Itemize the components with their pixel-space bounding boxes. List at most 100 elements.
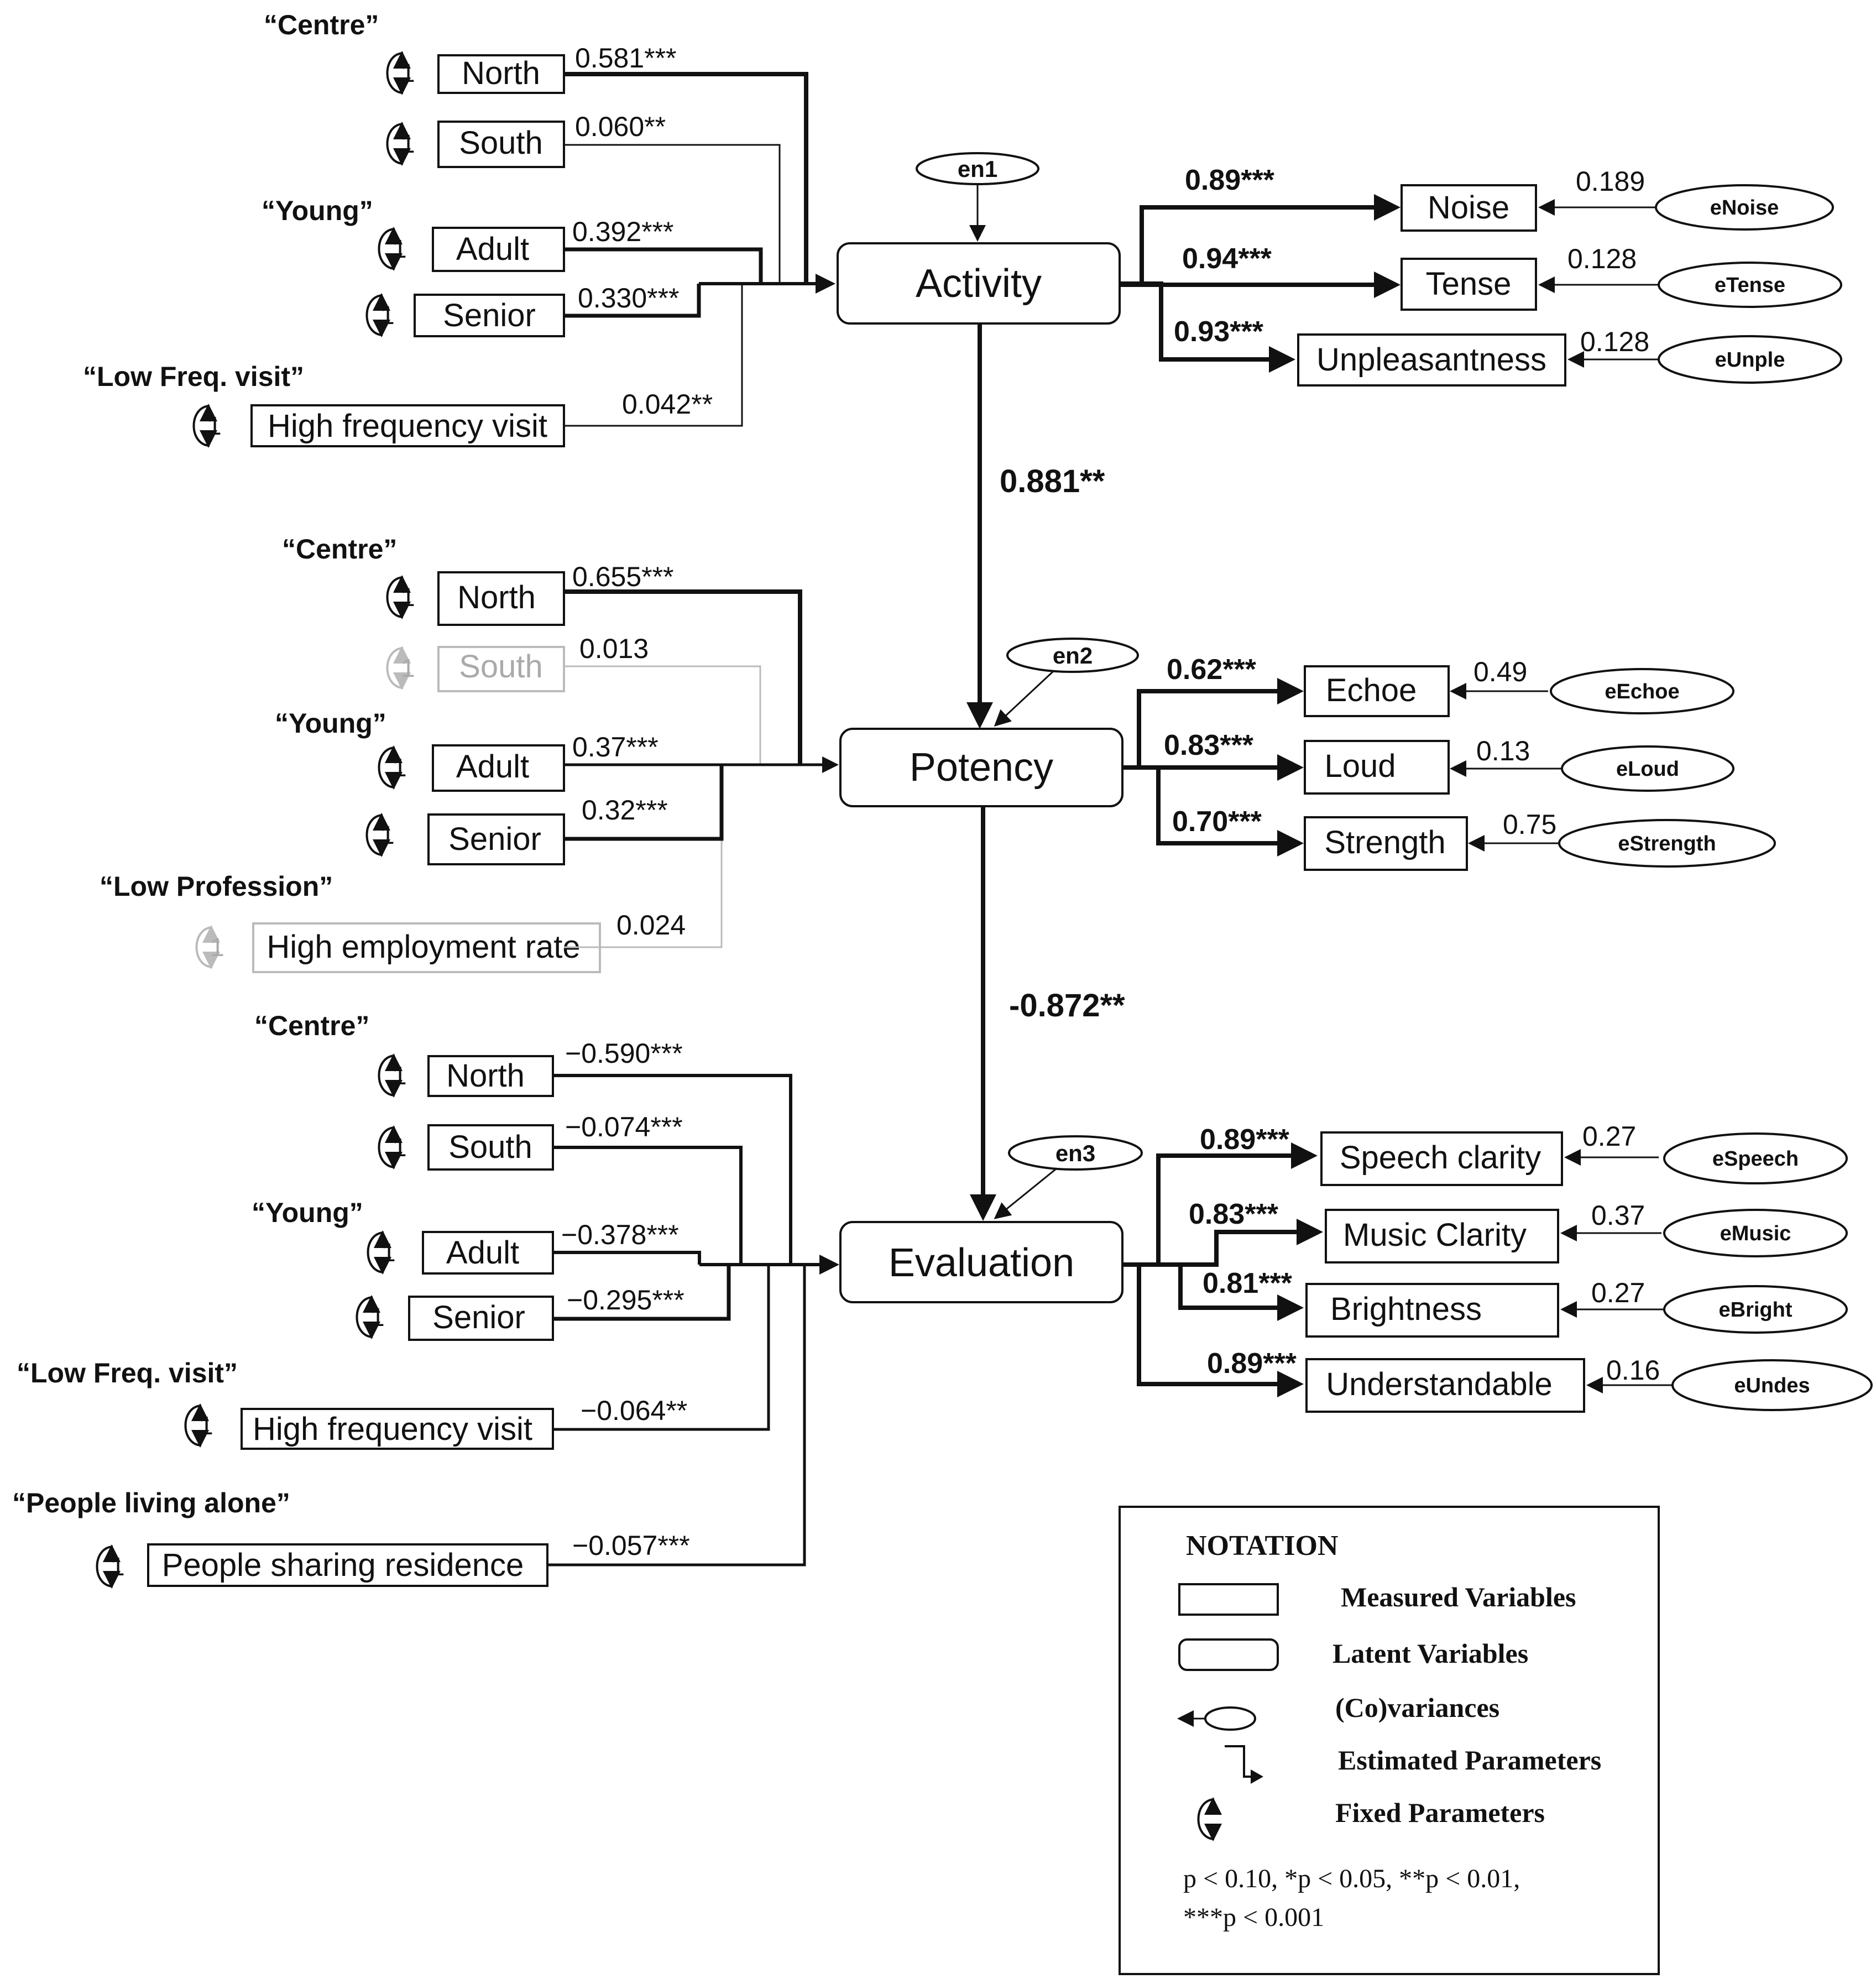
loading-speech-clarity: 0.89*** [1200, 1124, 1290, 1156]
legend-latent: Latent Variables [1332, 1638, 1528, 1669]
svg-text:Adult: Adult [456, 749, 529, 785]
svg-text:eUndes: eUndes [1734, 1374, 1810, 1397]
predictor-senior: 1 Senior [365, 292, 565, 338]
svg-text:High frequency visit: High frequency visit [268, 408, 547, 444]
variance-music-clarity: 0.37 [1591, 1200, 1645, 1231]
legend-significance-line2: ***p < 0.001 [1183, 1903, 1324, 1932]
svg-text:eUnple: eUnple [1715, 348, 1785, 372]
variance-loud: 0.13 [1476, 735, 1530, 766]
indicator-brightness: Brightness [1305, 1283, 1559, 1338]
svg-text:Unpleasantness: Unpleasantness [1316, 342, 1546, 378]
error-emusic: eMusic [1663, 1209, 1848, 1257]
legend-fixed: Fixed Parameters [1335, 1797, 1545, 1828]
svg-text:Speech clarity: Speech clarity [1340, 1140, 1541, 1176]
svg-text:1: 1 [401, 583, 415, 612]
coef-high-employment-rate: 0.024 [616, 910, 686, 941]
svg-text:North: North [446, 1058, 525, 1094]
variance-understandable: 0.16 [1606, 1355, 1660, 1386]
loading-echoe: 0.62*** [1167, 654, 1257, 686]
svg-text:eStrength: eStrength [1618, 832, 1716, 855]
coef-adult: 0.37*** [572, 732, 659, 763]
indicator-noise: Noise [1401, 184, 1537, 232]
svg-text:1: 1 [393, 1061, 407, 1090]
path-label-activity-potency: 0.881** [1000, 463, 1105, 499]
variance-tense: 0.128 [1567, 243, 1637, 274]
group-label-centre: “Centre” [264, 9, 379, 40]
error-eechoe: eEchoe [1550, 668, 1734, 714]
error-eunple: eUnple [1658, 335, 1842, 384]
indicator-unpleasantness: Unpleasantness [1297, 333, 1566, 387]
legend-title: NOTATION [1186, 1530, 1338, 1562]
indicator-speech-clarity: Speech clarity [1320, 1131, 1563, 1186]
group-label-young: “Young” [252, 1197, 363, 1228]
svg-text:1: 1 [199, 1411, 213, 1440]
indicator-loud: Loud [1304, 740, 1450, 795]
variance-echoe: 0.49 [1473, 656, 1527, 687]
svg-text:South: South [448, 1129, 532, 1165]
coef-north: 0.655*** [572, 561, 674, 592]
estimated-parameter-icon [1225, 1745, 1255, 1778]
predictor-adult: 1 Adult [378, 226, 565, 272]
indicator-tense: Tense [1401, 258, 1537, 311]
svg-text:Echoe: Echoe [1326, 672, 1417, 708]
predictor-north: 1 North [378, 1052, 554, 1099]
loading-tense: 0.94*** [1182, 243, 1272, 275]
group-label-people-living-alone: “People living alone” [12, 1487, 290, 1518]
predictor-senior: 1 Senior [365, 812, 565, 865]
predictor-north: 1 North [386, 571, 565, 626]
loading-strength: 0.70*** [1172, 806, 1262, 838]
variance-noise: 0.189 [1576, 166, 1645, 197]
variance-strength: 0.75 [1503, 809, 1556, 840]
group-label-young: “Young” [275, 708, 386, 739]
svg-text:en1: en1 [958, 156, 997, 182]
predictor-high-employment-rate: 1 High employment rate [195, 922, 601, 973]
group-label-low-freq: “Low Freq. visit” [17, 1358, 238, 1388]
loading-understandable: 0.89*** [1207, 1348, 1297, 1380]
variance-speech-clarity: 0.27 [1582, 1121, 1636, 1152]
coef-south: −0.074*** [565, 1111, 683, 1142]
coef-north: 0.581*** [575, 43, 677, 74]
svg-text:1: 1 [393, 234, 407, 263]
svg-text:en2: en2 [1053, 643, 1093, 669]
svg-text:eBright: eBright [1719, 1298, 1793, 1322]
predictor-south: 1 South [386, 121, 565, 168]
potency-block: “Centre” “Young” “Low Profession” 1 Nort… [100, 534, 1776, 973]
svg-text:1: 1 [380, 821, 395, 849]
predictor-adult: 1 Adult [378, 744, 565, 792]
group-label-young: “Young” [262, 195, 373, 226]
loading-music-clarity: 0.83*** [1189, 1198, 1279, 1230]
indicator-understandable: Understandable [1305, 1358, 1585, 1413]
svg-text:People sharing residence: People sharing residence [162, 1547, 524, 1583]
svg-text:North: North [462, 55, 540, 91]
svg-text:Adult: Adult [446, 1235, 519, 1271]
indicator-echoe: Echoe [1304, 665, 1450, 717]
svg-text:eSpeech: eSpeech [1712, 1147, 1799, 1171]
activity-block: “Centre” “Young” “Low Freq. visit” 1 Nor… [83, 9, 1842, 449]
predictor-senior: 1 Senior [356, 1294, 554, 1341]
coef-people-sharing-residence: −0.057*** [572, 1530, 690, 1561]
svg-text:eEchoe: eEchoe [1605, 680, 1679, 703]
predictor-south: 1 South [386, 645, 565, 692]
predictor-people-sharing-residence: 1 People sharing residence [96, 1543, 548, 1590]
svg-text:High frequency visit: High frequency visit [253, 1411, 532, 1447]
svg-text:High employment rate: High employment rate [266, 929, 580, 965]
svg-text:1: 1 [382, 1238, 396, 1267]
coef-south: 0.060** [575, 111, 666, 142]
coef-adult: 0.392*** [572, 216, 674, 247]
svg-text:Activity: Activity [916, 262, 1042, 306]
path-label-potency-evaluation: -0.872** [1009, 988, 1125, 1024]
latent-variable-icon [1178, 1638, 1279, 1671]
svg-text:1: 1 [210, 933, 224, 962]
coef-senior: 0.32*** [582, 795, 668, 826]
svg-text:1: 1 [393, 1133, 407, 1162]
latent-evaluation: Evaluation [839, 1221, 1123, 1303]
svg-text:Senior: Senior [432, 1299, 525, 1335]
svg-text:eLoud: eLoud [1616, 758, 1679, 781]
svg-text:Potency: Potency [910, 745, 1053, 790]
legend-significance-line1: p < 0.10, *p < 0.05, **p < 0.01, [1183, 1864, 1520, 1893]
fixed-value: 1 [401, 59, 415, 87]
error-espeech: eSpeech [1663, 1132, 1848, 1184]
disturbance-en3: en3 [994, 1135, 1143, 1219]
indicator-music-clarity: Music Clarity [1325, 1209, 1559, 1264]
